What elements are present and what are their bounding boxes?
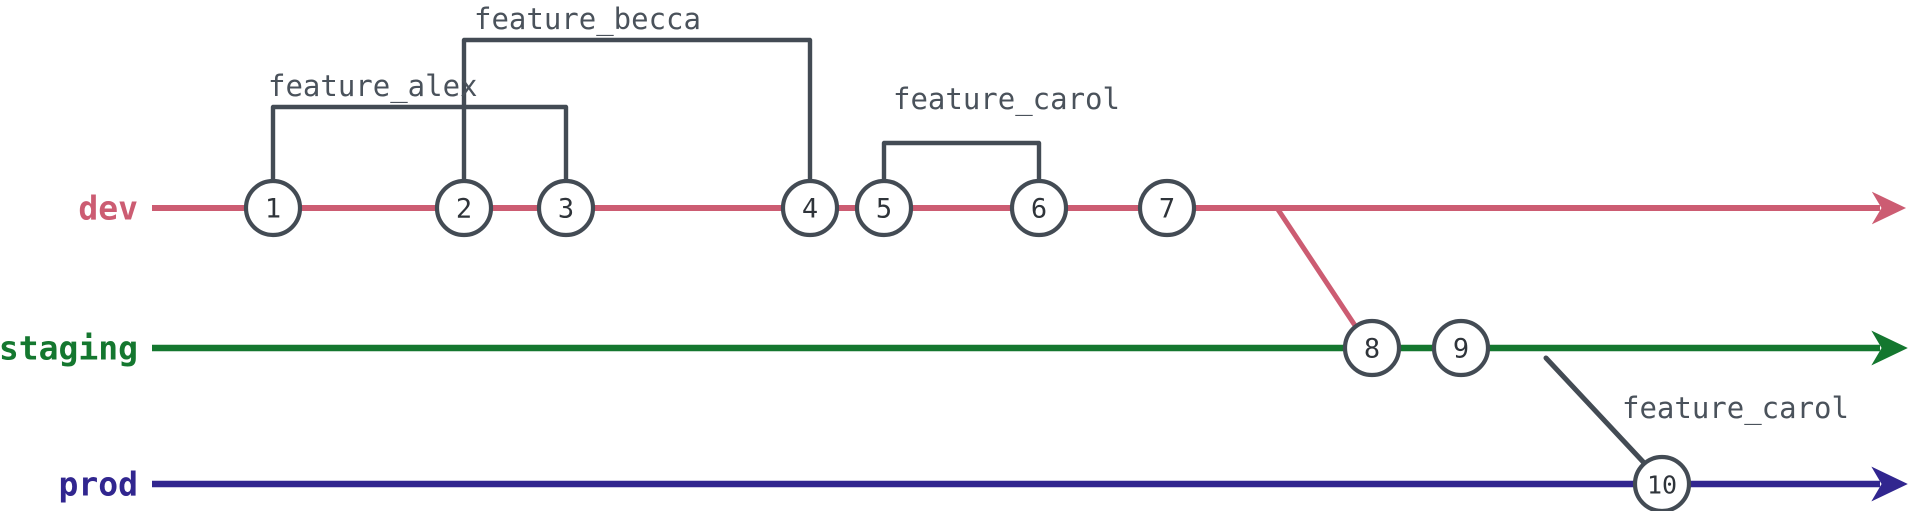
commit-number-2: 2	[456, 194, 472, 225]
commit-number-10: 10	[1647, 471, 1677, 500]
lane-lines	[152, 191, 1908, 502]
commit-circle-3[interactable]	[536, 178, 596, 238]
commit-circle-2[interactable]	[434, 178, 494, 238]
commit-number-4: 4	[802, 194, 818, 225]
merge-edge-dev-to-staging	[1274, 205, 1359, 330]
commit-circle-1[interactable]	[243, 178, 303, 238]
commit-node-8[interactable]: 8	[1342, 318, 1402, 378]
commit-number-8: 8	[1364, 334, 1380, 365]
lane-label-dev: dev	[78, 189, 138, 228]
commit-node-1[interactable]: 1	[243, 178, 303, 238]
commit-node-5[interactable]: 5	[854, 178, 914, 238]
feature-brackets	[270, 37, 1042, 184]
lane-label-prod: prod	[59, 465, 138, 504]
bracket-feature-becca	[461, 37, 813, 184]
commit-circle-9[interactable]	[1431, 318, 1491, 378]
commit-circle-4[interactable]	[780, 178, 840, 238]
merge-edges	[1274, 205, 1650, 469]
bracket-feature-alex	[270, 104, 569, 184]
commit-node-6[interactable]: 6	[1009, 178, 1069, 238]
feature-label-texts: feature_alex feature_becca feature_carol…	[268, 2, 1849, 426]
feature-label-becca: feature_becca	[474, 2, 701, 37]
bracket-feature-carol-dev	[881, 140, 1042, 184]
feature-label-carol-prod: feature_carol	[1622, 391, 1849, 426]
commit-number-5: 5	[876, 194, 892, 225]
commit-number-9: 9	[1453, 334, 1469, 365]
merge-edge-staging-to-prod	[1543, 355, 1650, 469]
commit-node-4[interactable]: 4	[780, 178, 840, 238]
commit-circle-8[interactable]	[1342, 318, 1402, 378]
commit-number-6: 6	[1031, 194, 1047, 225]
commit-node-7[interactable]: 7	[1137, 178, 1197, 238]
commit-number-1: 1	[265, 194, 281, 225]
commit-node-9[interactable]: 9	[1431, 318, 1491, 378]
commit-number-3: 3	[558, 194, 574, 225]
commit-circle-10[interactable]	[1632, 454, 1692, 511]
feature-label-alex: feature_alex	[268, 69, 478, 104]
lane-labels: dev staging prod	[0, 189, 138, 504]
commit-node-3[interactable]: 3	[536, 178, 596, 238]
commit-circle-5[interactable]	[854, 178, 914, 238]
commit-circle-7[interactable]	[1137, 178, 1197, 238]
commit-node-2[interactable]: 2	[434, 178, 494, 238]
commit-circle-6[interactable]	[1009, 178, 1069, 238]
commit-node-10[interactable]: 10	[1632, 454, 1692, 511]
lane-label-staging: staging	[0, 329, 138, 368]
commit-number-7: 7	[1159, 194, 1175, 225]
commit-nodes: 1 2 3 4 5 6 7	[243, 178, 1692, 511]
feature-label-carol-dev: feature_carol	[893, 82, 1120, 117]
